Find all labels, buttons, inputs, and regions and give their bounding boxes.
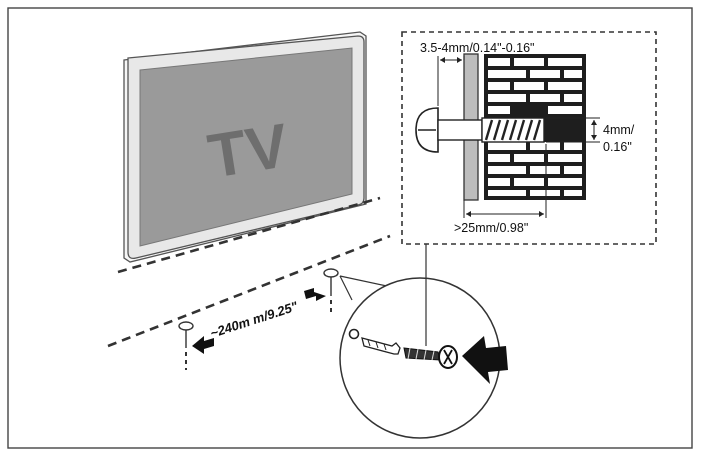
dimension-head-gap [437, 56, 465, 106]
wall-line-lower [107, 234, 391, 348]
wall-hole [348, 328, 360, 340]
detail-screw [415, 107, 545, 153]
wall-anchor [361, 337, 401, 355]
screw-right [323, 268, 339, 316]
screw-diameter-label-2: 0.16" [603, 140, 632, 154]
spacing-arrow-right [304, 288, 326, 301]
spacing-arrow-left [192, 336, 214, 354]
dimension-screw-diameter [546, 117, 600, 143]
head-gap-label: 3.5-4mm/0.14"-0.16" [420, 41, 534, 55]
magnifier-circle [339, 277, 508, 439]
magnifier-leader-1 [339, 275, 353, 301]
wall-line-upper [117, 196, 381, 274]
dimension-screw-depth [463, 144, 547, 218]
tv-label: TV [204, 111, 293, 192]
screw-left [178, 321, 194, 370]
screw-diameter-label-1: 4mm/ [603, 123, 635, 137]
tv-illustration: TV [123, 31, 367, 263]
screw-depth-label: >25mm/0.98" [454, 221, 528, 235]
tv-screen [139, 47, 353, 247]
push-arrow [462, 336, 508, 384]
